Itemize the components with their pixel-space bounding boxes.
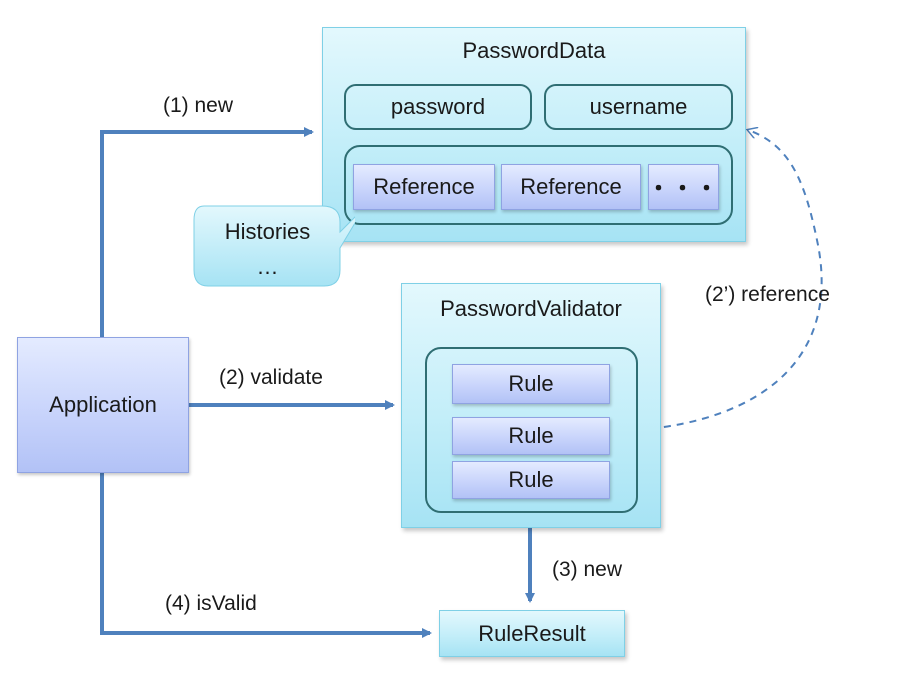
edge-new-1 (100, 127, 314, 337)
reference-chip-more: ・・・ (648, 164, 719, 210)
histories-callout-title: Histories (224, 219, 311, 244)
reference-chip-2: Reference (501, 164, 641, 210)
edge-label-new-3: (3) new (552, 558, 623, 581)
edge-label-validate-2: (2) validate (219, 366, 323, 389)
password-data-panel: PasswordData password username Reference… (322, 27, 746, 242)
reference-chip-1: Reference (353, 164, 495, 210)
rule-chip-3: Rule (452, 461, 610, 499)
rule-chip-2: Rule (452, 417, 610, 455)
password-data-title: PasswordData (462, 38, 606, 63)
histories-callout-ellipsis: … (256, 254, 279, 279)
username-field: username (544, 84, 733, 130)
edge-label-reference-2p: (2’) reference (705, 283, 830, 306)
edge-isvalid-4 (100, 473, 432, 638)
password-field: password (344, 84, 532, 130)
rule-result-label: RuleResult (478, 620, 586, 646)
password-validator-panel: PasswordValidator Rule Rule Rule (401, 283, 661, 528)
rule-result-box: RuleResult (439, 610, 625, 657)
edge-reference-2p (637, 130, 823, 431)
password-validator-title: PasswordValidator (440, 296, 622, 321)
application-box: Application (17, 337, 189, 473)
histories-frame (344, 145, 733, 225)
edge-label-isvalid-4: (4) isValid (165, 592, 257, 615)
edge-label-new-1: (1) new (163, 94, 234, 117)
histories-callout-bubble (193, 205, 355, 287)
rules-frame (425, 347, 638, 513)
rule-chip-1: Rule (452, 364, 610, 404)
